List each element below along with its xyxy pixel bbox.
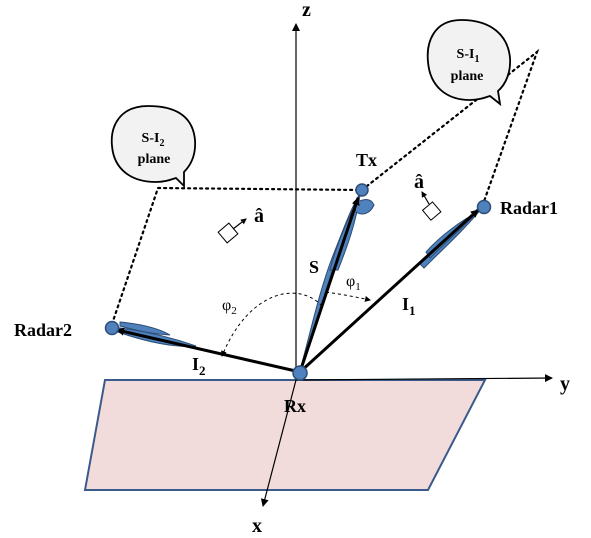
- normal-label-plane2: â: [254, 205, 264, 227]
- normal-vector-icon-plane1: [421, 191, 442, 221]
- radar1-node: [476, 199, 492, 215]
- beam-radar2: [111, 321, 197, 347]
- angle-phi2-label: φ2: [222, 297, 237, 317]
- callout-s-i1-line2: plane: [451, 69, 484, 84]
- angle-phi1-label: φ1: [346, 273, 361, 293]
- normal-label-plane1: â: [414, 171, 424, 193]
- y-axis: [295, 374, 553, 383]
- tx-label: Tx: [356, 150, 377, 170]
- x-axis-label: x: [252, 515, 262, 537]
- tx-node: [355, 183, 369, 197]
- angle-arc-phi2: [221, 292, 323, 357]
- vector-i2: [116, 327, 301, 374]
- x-axis: [260, 379, 297, 507]
- vector-i1: [298, 208, 480, 374]
- z-axis-label: z: [302, 0, 311, 21]
- s-i1-plane-outline: [360, 48, 540, 209]
- rx-label: Rx: [284, 396, 306, 416]
- normal-vector-icon-plane2: [217, 218, 247, 244]
- callout-s-i2-plane: [110, 105, 197, 189]
- radar2-node: [104, 320, 120, 336]
- vector-i2-label: I2: [192, 354, 206, 378]
- radar2-label: Radar2: [14, 320, 72, 340]
- callout-s-i1-plane: [426, 19, 511, 107]
- callout-s-i2-line2: plane: [138, 152, 171, 167]
- rx-node: [292, 365, 308, 381]
- vector-s: [298, 197, 360, 373]
- callout-s-i2-line1: S-I2: [142, 131, 165, 149]
- y-axis-label: y: [560, 373, 570, 395]
- vector-i1-label: I1: [402, 294, 416, 318]
- callout-s-i1-line1: S-I1: [457, 47, 480, 65]
- s-i2-plane-outline: [108, 186, 364, 332]
- vector-s-label: S: [309, 257, 319, 277]
- radar1-label: Radar1: [500, 198, 558, 218]
- angle-arc-phi1: [325, 291, 371, 302]
